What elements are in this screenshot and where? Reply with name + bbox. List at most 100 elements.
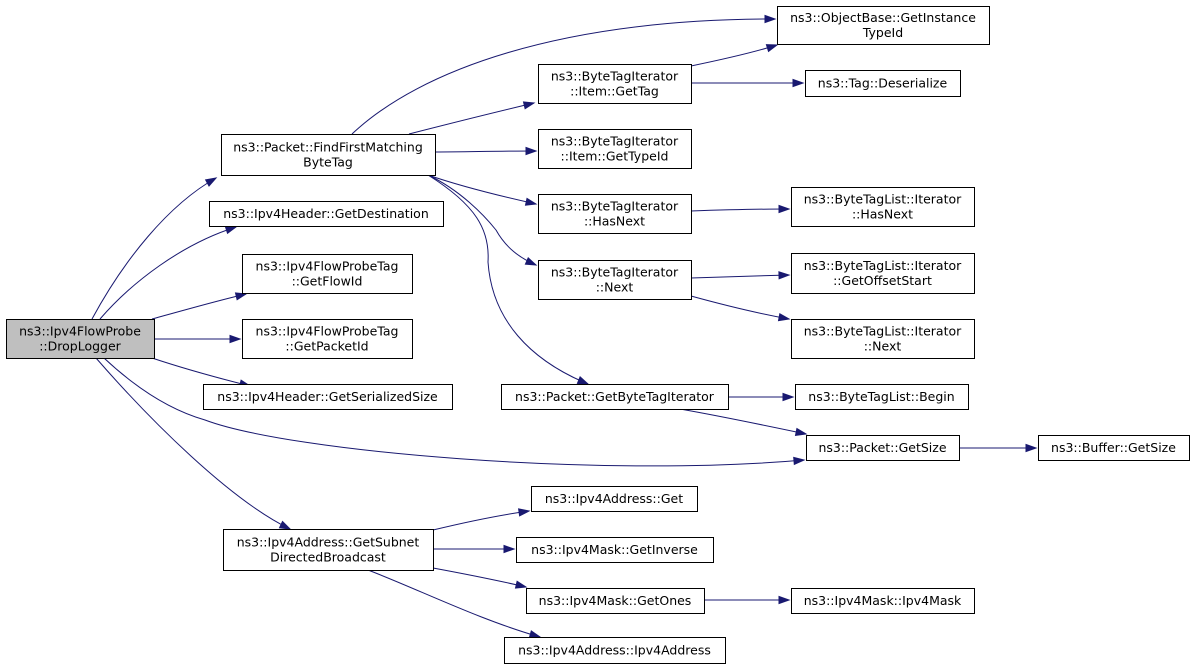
node-label: ns3::Ipv4Address::Ipv4Address (518, 643, 711, 658)
node-getbtiter[interactable]: ns3::Packet::GetByteTagIterator (501, 384, 729, 410)
arrowhead-icon (524, 197, 538, 206)
edge-droplogger-to-getsubnet (95, 357, 292, 530)
node-listnext[interactable]: ns3::ByteTagList::Iterator::Next (791, 319, 975, 359)
node-label: ns3::ByteTagIterator (551, 134, 679, 149)
arrowhead-icon (524, 256, 538, 266)
node-label: ns3::ByteTagList::Begin (808, 389, 954, 404)
edge-findfirst-to-gettypeid (434, 146, 538, 156)
edge-line (103, 357, 805, 467)
node-maskctor[interactable]: ns3::Ipv4Mask::Ipv4Mask (791, 588, 975, 614)
node-label: ::Item::GetTypeId (561, 149, 669, 164)
arrowhead-icon (514, 580, 528, 589)
node-getones[interactable]: ns3::Ipv4Mask::GetOnes (526, 588, 705, 614)
edge-getones-to-maskctor (703, 595, 791, 605)
node-getpacketid[interactable]: ns3::Ipv4FlowProbeTag::GetPacketId (242, 319, 413, 359)
node-label: ns3::Ipv4FlowProbe (19, 324, 141, 339)
edge-droplogger-to-getsize (103, 357, 806, 467)
edge-droplogger-to-getserial (151, 357, 252, 388)
edge-getsubnet-to-getones (432, 567, 528, 589)
node-label: ns3::Ipv4Mask::Ipv4Mask (804, 593, 962, 608)
node-hasnext[interactable]: ns3::ByteTagIterator::HasNext (538, 194, 692, 234)
node-getinverse[interactable]: ns3::Ipv4Mask::GetInverse (516, 537, 714, 563)
node-gettag[interactable]: ns3::ByteTagIterator::Item::GetTag (538, 64, 692, 104)
node-label: ::HasNext (852, 207, 913, 222)
node-box (791, 319, 975, 359)
node-addrget[interactable]: ns3::Ipv4Address::Get (531, 486, 698, 512)
edge-next-to-listnext (690, 295, 791, 322)
node-label: ByteTag (303, 155, 353, 170)
node-box (242, 319, 413, 359)
node-label: ns3::Ipv4Address::Get (545, 491, 683, 506)
node-bufsize[interactable]: ns3::Buffer::GetSize (1038, 435, 1190, 461)
edge-hasnext-to-listhasnext (690, 204, 791, 214)
node-getflowid[interactable]: ns3::Ipv4FlowProbeTag::GetFlowId (242, 254, 413, 294)
node-box (504, 637, 726, 664)
edge-line (427, 174, 589, 385)
edge-findfirst-to-hasnext (427, 174, 538, 206)
node-label: ns3::Ipv4Mask::GetInverse (531, 542, 698, 557)
node-label: ns3::ByteTagIterator (551, 265, 679, 280)
node-label: TypeId (862, 25, 903, 40)
arrowhead-icon (528, 630, 542, 639)
arrowhead-icon (782, 392, 795, 402)
edge-line (690, 208, 790, 212)
edge-findfirst-to-objbase (351, 14, 777, 135)
edge-line (432, 567, 527, 588)
edge-findfirst-to-getbtiter (427, 174, 590, 385)
node-label: ns3::Packet::GetByteTagIterator (515, 389, 715, 404)
node-box (242, 254, 413, 294)
node-getsize[interactable]: ns3::Packet::GetSize (806, 435, 960, 461)
node-droplogger[interactable]: ns3::Ipv4FlowProbe::DropLogger (6, 319, 155, 359)
edge-gettag-to-tagdeser (691, 78, 805, 88)
node-label: ns3::Packet::FindFirstMatching (233, 140, 423, 155)
node-gettypeid[interactable]: ns3::ByteTagIterator::Item::GetTypeId (538, 129, 692, 169)
node-label: ns3::Ipv4FlowProbeTag (256, 259, 399, 274)
node-label: ns3::Tag::Deserialize (818, 76, 948, 91)
node-addrctor[interactable]: ns3::Ipv4Address::Ipv4Address (504, 637, 726, 664)
arrowhead-icon (794, 427, 808, 436)
node-box (777, 6, 990, 45)
node-box (538, 194, 692, 234)
edge-line (432, 510, 530, 531)
edges-layer (91, 14, 1038, 639)
node-label: ns3::Ipv4Header::GetSerializedSize (217, 389, 438, 404)
arrowhead-icon (576, 376, 590, 385)
node-label: DirectedBroadcast (270, 550, 386, 565)
edge-gettag-to-objbase (690, 44, 779, 67)
node-box (806, 435, 960, 461)
node-listhasnext[interactable]: ns3::ByteTagList::Iterator::HasNext (791, 187, 975, 227)
node-box (223, 529, 434, 571)
arrowhead-icon (777, 313, 791, 322)
node-getdest[interactable]: ns3::Ipv4Header::GetDestination (209, 201, 444, 227)
node-tagdeser[interactable]: ns3::Tag::Deserialize (805, 70, 961, 97)
edge-line (679, 408, 807, 435)
edge-line (427, 174, 537, 205)
node-box (531, 486, 698, 512)
node-getserial[interactable]: ns3::Ipv4Header::GetSerializedSize (203, 384, 453, 410)
arrowhead-icon (778, 271, 791, 280)
arrowhead-icon (525, 146, 538, 156)
arrowhead-icon (518, 508, 531, 517)
arrowhead-icon (1025, 443, 1038, 453)
edge-getbtiter-to-begin (728, 392, 795, 402)
node-label: ::Next (596, 280, 634, 295)
edge-line (91, 177, 217, 320)
node-label: ::Item::GetTag (570, 84, 659, 99)
node-getsubnet[interactable]: ns3::Ipv4Address::GetSubnetDirectedBroad… (223, 529, 434, 571)
node-begin[interactable]: ns3::ByteTagList::Begin (795, 384, 969, 410)
node-next[interactable]: ns3::ByteTagIterator::Next (538, 260, 692, 300)
node-label: ns3::Ipv4Header::GetDestination (223, 206, 429, 221)
node-label: ::DropLogger (39, 339, 121, 354)
node-box (501, 384, 729, 410)
node-getoffset[interactable]: ns3::ByteTagList::Iterator::GetOffsetSta… (791, 253, 975, 294)
node-label: ns3::Buffer::GetSize (1051, 440, 1176, 455)
arrowhead-icon (204, 177, 218, 187)
node-box (526, 588, 705, 614)
node-box (795, 384, 969, 410)
edge-line (408, 102, 535, 135)
edge-getsubnet-to-getinverse (433, 544, 516, 554)
node-box (791, 187, 975, 227)
arrowhead-icon (778, 595, 791, 605)
